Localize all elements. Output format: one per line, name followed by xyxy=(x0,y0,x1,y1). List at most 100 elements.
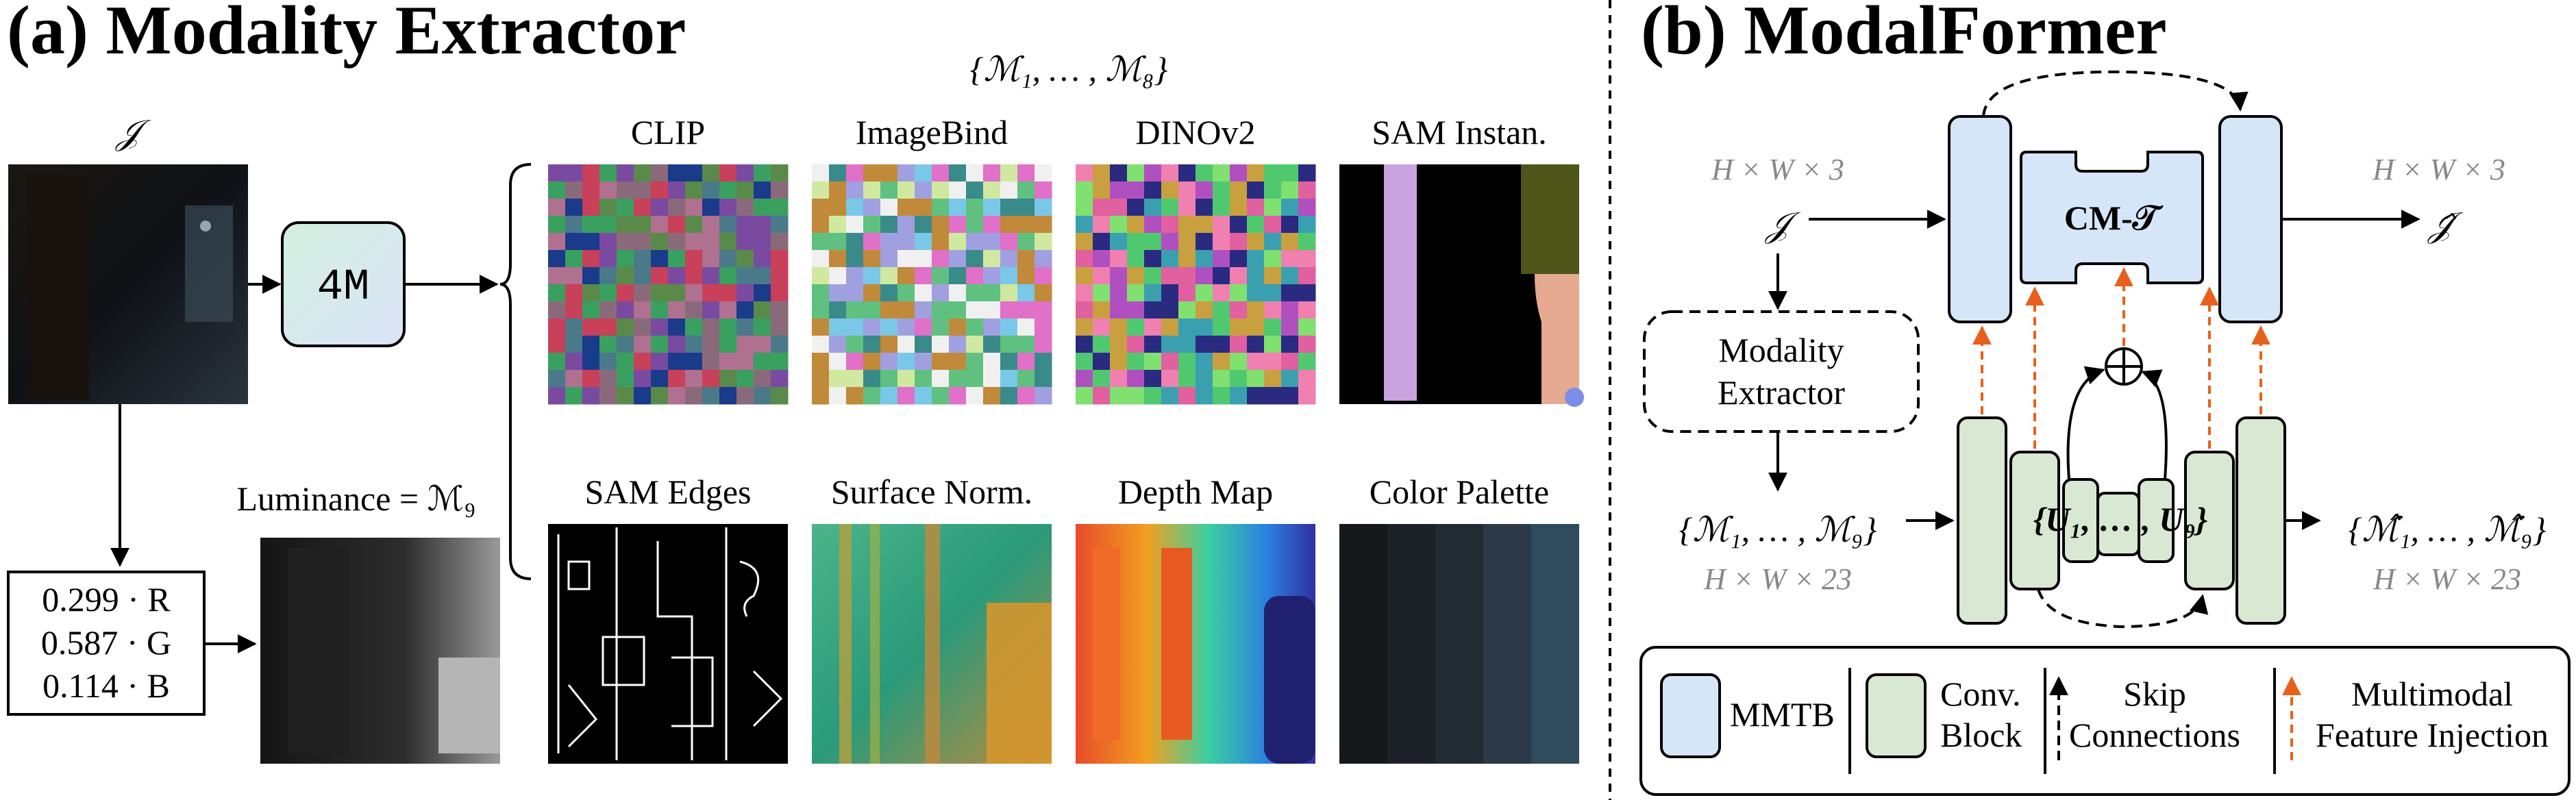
feature-cell xyxy=(736,353,754,371)
feature-cell xyxy=(863,250,881,268)
feature-cell xyxy=(1247,233,1265,251)
feature-cell xyxy=(582,250,600,268)
feature-cell xyxy=(1000,370,1018,388)
feature-cell xyxy=(983,387,1001,405)
cm-transformer-core xyxy=(2020,151,2204,284)
feature-cell xyxy=(932,182,950,199)
feature-cell xyxy=(719,233,737,251)
feature-cell xyxy=(846,267,864,285)
feature-cell xyxy=(548,336,566,353)
feature-cell xyxy=(983,267,1001,285)
feature-cell xyxy=(1178,199,1196,216)
feature-cell xyxy=(548,233,566,251)
feature-cell xyxy=(1230,336,1248,353)
feature-cell xyxy=(1144,267,1162,285)
feature-cell xyxy=(1264,301,1282,319)
feature-cell xyxy=(634,353,652,371)
feature-cell xyxy=(966,267,984,285)
feature-cell xyxy=(915,199,932,216)
feature-cell xyxy=(651,216,669,234)
feature-cell xyxy=(1281,301,1299,319)
feature-cell xyxy=(932,233,950,251)
feature-cell xyxy=(1144,284,1162,302)
feature-cell xyxy=(812,353,830,371)
feature-cell xyxy=(1076,387,1093,405)
feature-cell xyxy=(983,336,1001,353)
feature-cell xyxy=(702,267,720,285)
feature-cell xyxy=(1035,318,1052,336)
feature-cell xyxy=(1161,182,1179,199)
feature-cell xyxy=(1161,164,1179,182)
feature-cell xyxy=(548,164,566,182)
feature-cell xyxy=(668,387,686,405)
feature-cell xyxy=(754,353,771,371)
feature-cell xyxy=(812,318,830,336)
feature-cell xyxy=(1161,318,1179,336)
feature-cell xyxy=(754,336,771,353)
feature-cell xyxy=(685,301,703,319)
feature-cell xyxy=(668,216,686,234)
feature-cell xyxy=(915,250,932,268)
feature-cell xyxy=(846,318,864,336)
feature-cell xyxy=(651,284,669,302)
feature-cell xyxy=(719,164,737,182)
feature-cell xyxy=(1127,182,1145,199)
feature-cell xyxy=(1093,387,1111,405)
feature-cell xyxy=(1264,233,1282,251)
feature-cell xyxy=(651,370,669,388)
multimodal-injection-arrows xyxy=(1972,267,2270,449)
feature-cell xyxy=(1017,199,1035,216)
feature-cell xyxy=(565,233,583,251)
feature-cell xyxy=(1161,267,1179,285)
feature-cell xyxy=(1017,284,1035,302)
feature-cell xyxy=(812,336,830,353)
feature-cell xyxy=(966,353,984,371)
feature-cell xyxy=(754,216,771,234)
feature-cell xyxy=(582,301,600,319)
feature-cell xyxy=(1110,182,1128,199)
feature-cell xyxy=(1076,353,1093,371)
feature-cell xyxy=(880,164,898,182)
feature-cell xyxy=(932,301,950,319)
feature-cell xyxy=(863,267,881,285)
feature-cell xyxy=(1076,233,1093,251)
skip-connection-top xyxy=(1982,70,2249,117)
luminance-formula-box xyxy=(7,571,206,716)
feature-cell xyxy=(949,353,967,371)
feature-cell xyxy=(880,370,898,388)
feature-cell xyxy=(1093,199,1111,216)
feature-cell xyxy=(1161,301,1179,319)
feature-cell xyxy=(1017,353,1035,371)
feature-cell xyxy=(1035,370,1052,388)
feature-cell xyxy=(1000,353,1018,371)
feature-cell xyxy=(1035,387,1052,405)
feature-cell xyxy=(932,353,950,371)
feature-cell xyxy=(1000,199,1018,216)
feature-cell xyxy=(949,284,967,302)
feature-cell xyxy=(582,233,600,251)
feature-cell xyxy=(880,284,898,302)
feature-cell xyxy=(668,267,686,285)
feature-cell xyxy=(1127,353,1145,371)
feature-cell xyxy=(1196,318,1213,336)
feature-cell xyxy=(685,216,703,234)
feature-cell xyxy=(736,199,754,216)
feature-cell xyxy=(771,267,789,285)
feature-cell xyxy=(565,199,583,216)
feature-cell xyxy=(949,370,967,388)
feature-cell xyxy=(829,216,847,234)
feature-cell xyxy=(1093,182,1111,199)
feature-cell xyxy=(863,284,881,302)
feature-cell xyxy=(1178,284,1196,302)
feature-cell xyxy=(1110,387,1128,405)
feature-cell xyxy=(915,336,932,353)
feature-cell xyxy=(1093,318,1111,336)
legend-skip-label-2: Connections xyxy=(2069,716,2240,754)
feature-cell xyxy=(983,301,1001,319)
feature-cell xyxy=(897,353,915,371)
feature-cell xyxy=(754,318,771,336)
feature-cell xyxy=(1127,233,1145,251)
feature-cell xyxy=(880,301,898,319)
feature-cell xyxy=(565,216,583,234)
feature-cell xyxy=(1196,336,1213,353)
